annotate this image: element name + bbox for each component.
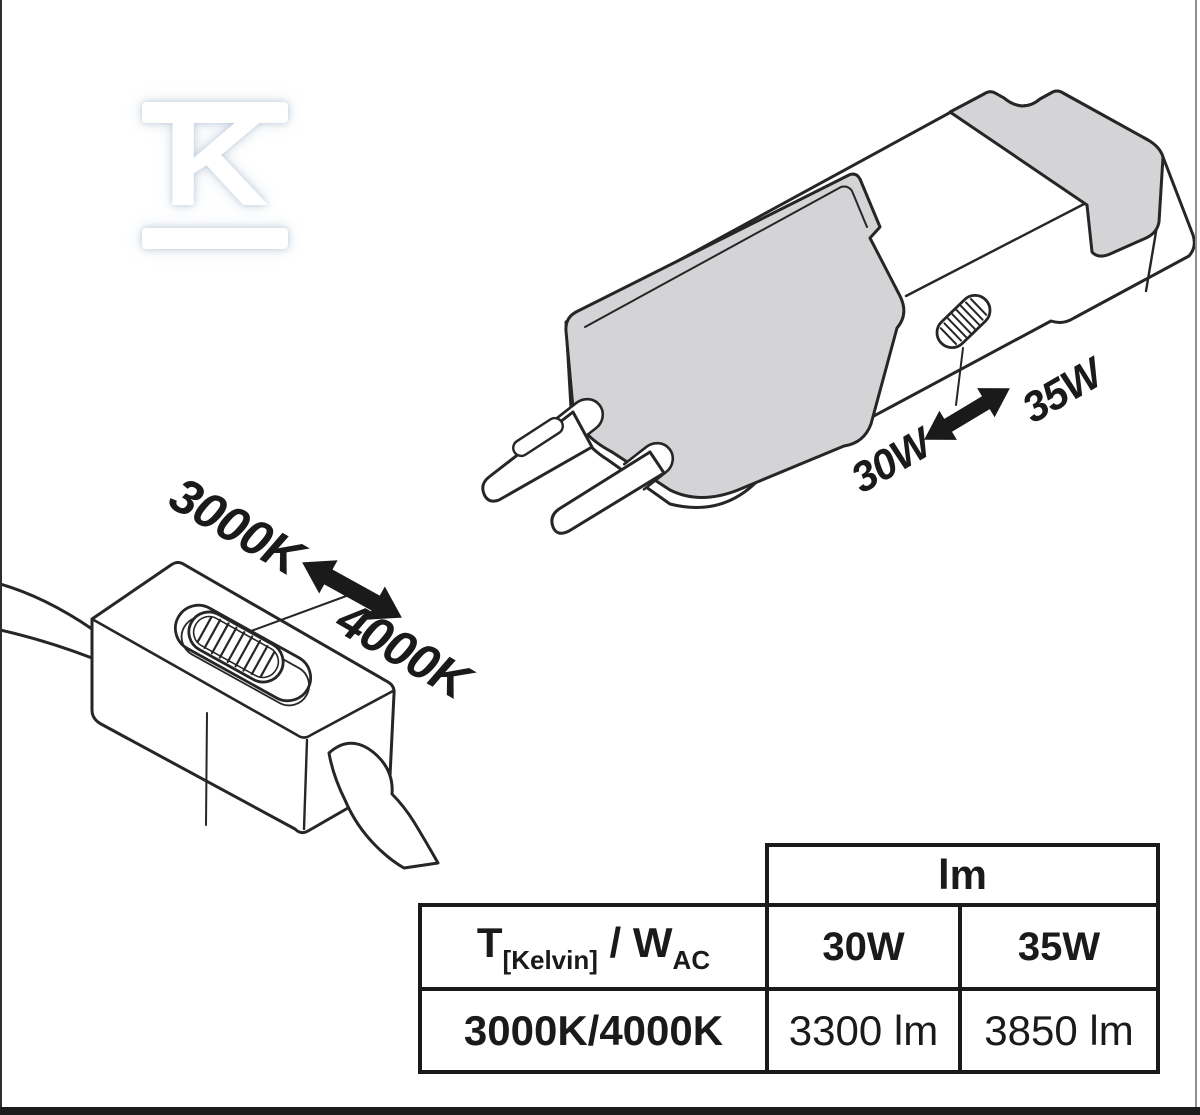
watermark-logo: K [140,96,290,256]
table-cell-col-30w: 30W [765,903,962,991]
page-border-right [1195,0,1197,1115]
cct-switch-leader-line [250,594,350,632]
symbol-t: T [476,918,503,966]
power-switch-leader-line [955,347,964,406]
driver-end-cap [948,89,1165,258]
watermark-top-bar [142,102,288,123]
cct-switch-seam [205,712,208,826]
page-border-left [0,0,2,1115]
driver-illustration [481,89,1196,535]
driver-latch-tab [512,416,564,458]
driver-cable-lower [550,450,666,535]
driver-terminal-cover [564,172,906,499]
table-cell-lumens-30w: 3300 lm [765,987,962,1074]
table-row-column-headers: T[Kelvin] / WAC 30W 35W [418,903,1160,991]
symbol-w-subscript: AC [672,944,711,975]
symbol-separator: / W [597,918,673,966]
driver-cover-seam [584,185,868,328]
symbol-t-subscript: [Kelvin] [502,944,598,975]
cct-cord-right-boot [327,741,440,870]
cct-double-arrow-icon [302,560,402,620]
table-cell-lumens-35w: 3850 lm [958,987,1160,1074]
cct-switch-illustration [0,560,440,870]
table-row-data: 3000K/4000K 3300 lm 3850 lm [418,987,1160,1074]
watermark-bottom-bar [142,228,288,249]
page-bottom-bar [0,1107,1200,1115]
power-slide-switch-icon [935,293,992,350]
table-cell-cct-label: 3000K/4000K [418,987,769,1074]
power-double-arrow-icon [924,388,1010,440]
table-row-lumen-header: lm [420,843,1160,907]
cct-slide-switch-icon [187,610,285,684]
table-cell-empty [420,845,767,905]
cct-cord-left [0,582,94,660]
table-cell-col-35w: 35W [958,903,1160,991]
cct-switch-front-crease [302,738,309,831]
lumen-output-table: lm T[Kelvin] / WAC 30W 35W 3000K/4000K 3… [418,843,1160,1074]
driver-cable-upper [481,410,594,503]
table-cell-lm-header: lm [765,843,1160,907]
cct-switch-top-crease [90,617,395,739]
watermark-letter: K [162,91,269,232]
driver-end-crease [1144,224,1159,293]
driver-top-front-crease [904,201,1088,298]
table-cell-row-header: T[Kelvin] / WAC [418,903,769,991]
